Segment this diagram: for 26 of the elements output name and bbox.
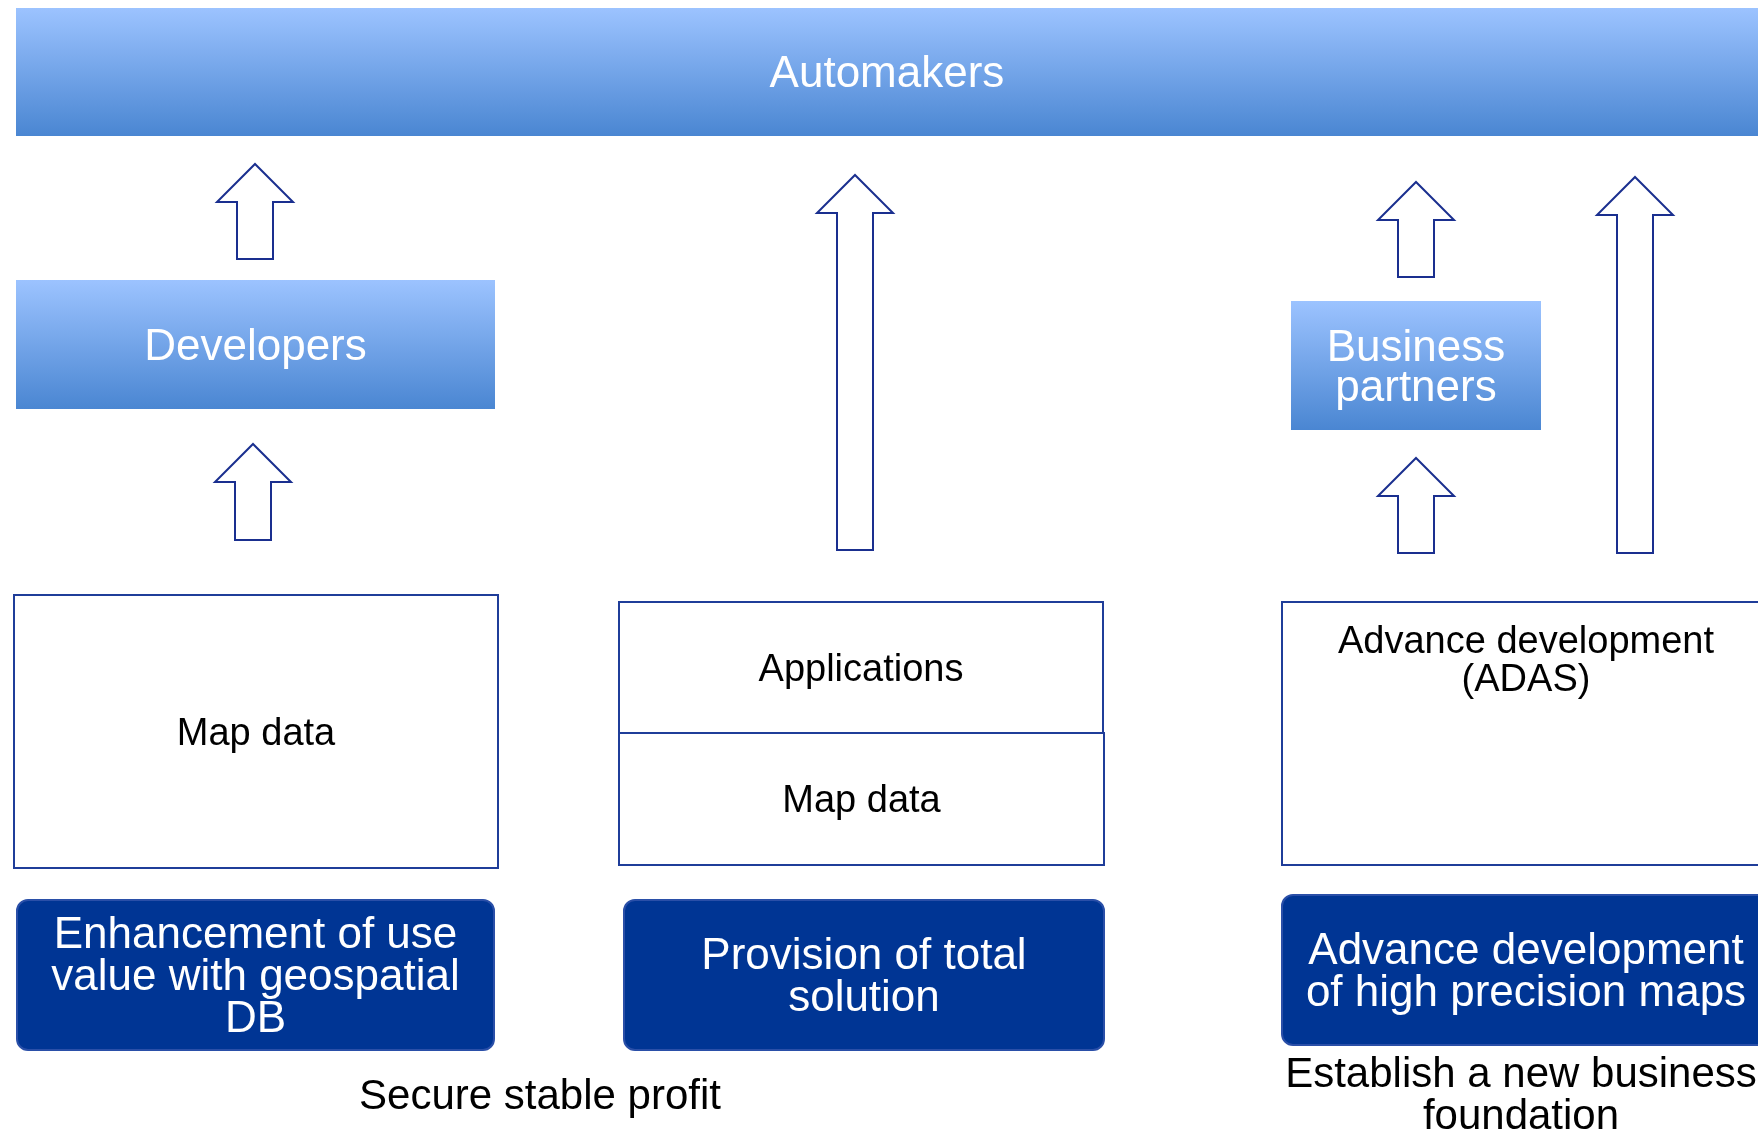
content-box	[13, 594, 499, 869]
node-label: Map data	[781, 780, 942, 818]
block-arrow	[1594, 175, 1676, 554]
caption-text: Establish a new business foundation	[1284, 1052, 1758, 1136]
strategy-box	[16, 899, 495, 1051]
node-label: Automakers	[768, 50, 1006, 94]
node-label: Applications	[757, 648, 965, 687]
block-arrow	[212, 442, 294, 541]
node-label: Enhancement of use value with geospatial DB	[50, 912, 461, 1038]
block-arrow	[1375, 180, 1457, 278]
header-band	[16, 8, 1758, 136]
block-arrow	[214, 162, 296, 260]
block-arrow	[1375, 456, 1457, 554]
content-box	[1281, 601, 1758, 866]
strategy-box	[1281, 894, 1758, 1046]
caption-text: Secure stable profit	[358, 1074, 722, 1116]
node-label: Developers	[143, 322, 368, 367]
group-box	[1291, 301, 1541, 430]
content-box	[618, 732, 1105, 866]
node-label: Map data	[175, 712, 337, 751]
block-arrow	[814, 173, 896, 551]
node-label: Provision of total solution	[700, 933, 1028, 1017]
content-box	[618, 601, 1104, 734]
node-label: Advance development (ADAS)	[1337, 621, 1715, 697]
group-box	[16, 280, 495, 409]
strategy-box	[623, 899, 1105, 1051]
